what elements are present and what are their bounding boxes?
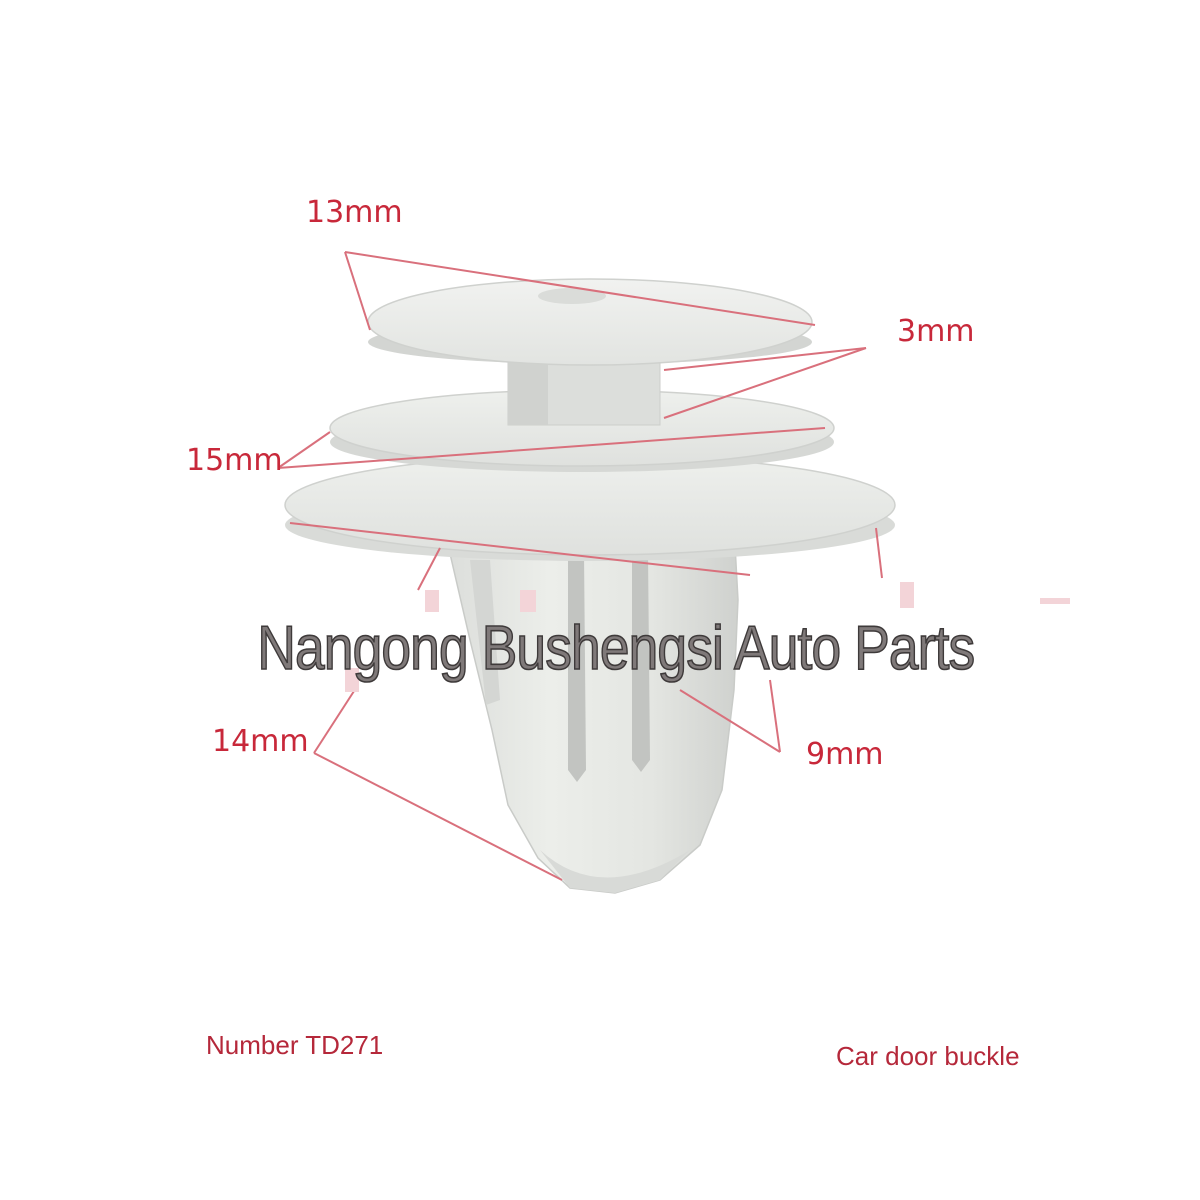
bottom-flange-disc	[284, 454, 896, 561]
clip-shank	[447, 544, 739, 894]
part-description-label: Car door buckle	[836, 1041, 1020, 1071]
dimension-leader-lines	[277, 251, 883, 881]
watermark: Nangong Bushengsi Auto Parts	[0, 608, 1200, 688]
middle-flange-disc	[329, 389, 835, 472]
dimension-label-3mm: 3mm	[897, 314, 975, 349]
dimension-label-15mm: 15mm	[186, 443, 283, 478]
part-number-label: Number TD271	[206, 1030, 384, 1060]
watermark-shadow-marks	[345, 582, 1070, 692]
watermark-text: Nangong Bushengsi Auto Parts	[257, 613, 976, 684]
dimension-label-14mm: 14mm	[212, 724, 309, 759]
top-head-disc	[367, 278, 813, 366]
dimension-label-13mm: 13mm	[306, 195, 403, 230]
dimension-label-9mm: 9mm	[806, 737, 884, 772]
